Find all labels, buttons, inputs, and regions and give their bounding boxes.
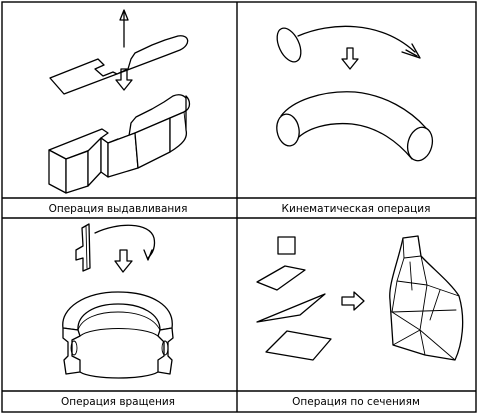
caption-loft: Операция по сечениям: [292, 396, 420, 408]
swept-tube: [280, 91, 427, 160]
kinematic-illustration: [276, 25, 434, 162]
caption-revolve: Операция вращения: [61, 396, 175, 408]
lofted-solid: [389, 235, 464, 361]
sweep-trajectory: [297, 25, 416, 53]
sketch-profile: [49, 35, 189, 95]
loft-section-square: [277, 236, 296, 255]
hollow-right-arrow: [341, 291, 365, 311]
hollow-down-arrow: [114, 249, 133, 273]
loft-section-thin-rhombus: [256, 293, 326, 323]
revolved-ring: [62, 291, 174, 379]
loft-illustration: [256, 235, 464, 361]
loft-section-rhombus: [256, 265, 306, 291]
sweep-section: [276, 27, 302, 63]
revolve-profile: [75, 223, 91, 272]
revolve-illustration: [62, 223, 174, 379]
caption-extrude: Операция выдавливания: [49, 203, 188, 215]
loft-section-parallelogram: [265, 330, 332, 361]
hollow-down-arrow: [341, 47, 359, 70]
rotation-arrow: [94, 224, 156, 259]
hollow-down-arrow: [115, 68, 133, 91]
caption-kinematic: Кинематическая операция: [282, 203, 431, 215]
extrude-illustration: [48, 9, 191, 194]
